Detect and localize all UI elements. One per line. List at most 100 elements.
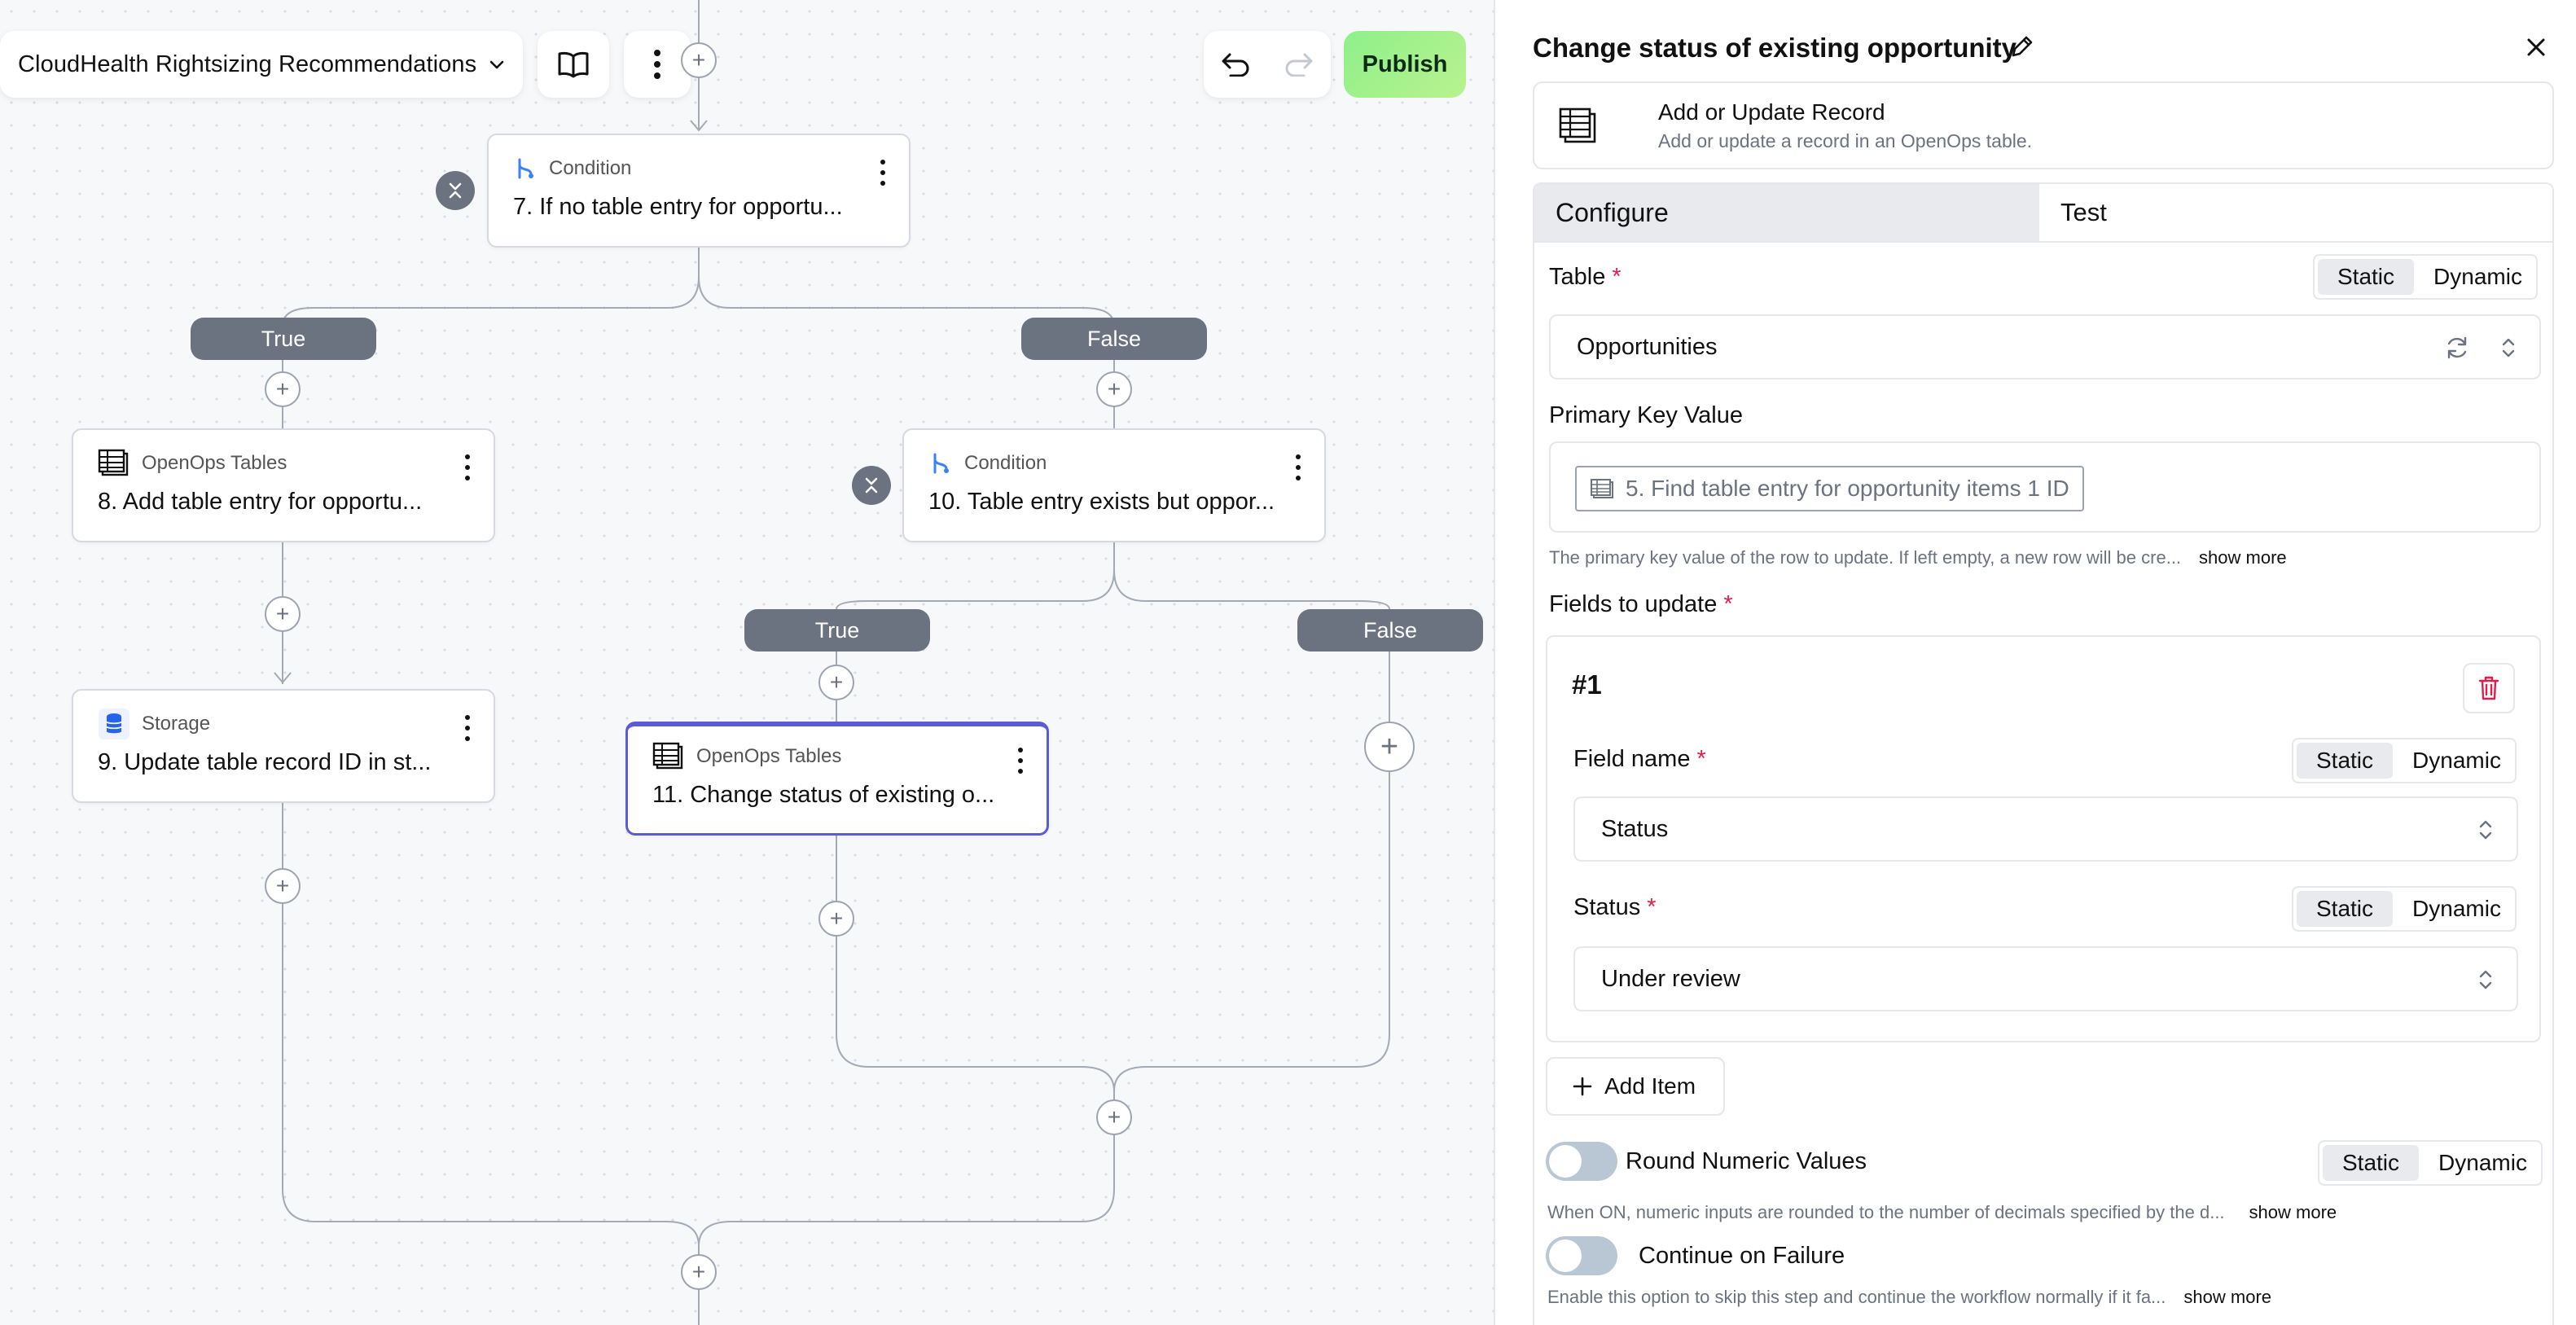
branch-true-label: True xyxy=(744,609,930,652)
refresh-icon[interactable] xyxy=(2443,334,2471,362)
publish-button[interactable]: Publish xyxy=(1344,31,1466,98)
token-text: 5. Find table entry for opportunity item… xyxy=(1626,476,2069,501)
node-type: OpenOps Tables xyxy=(142,452,287,474)
add-step-button[interactable]: + xyxy=(1096,1099,1132,1135)
add-step-button[interactable]: + xyxy=(265,371,301,407)
status-mode-toggle: Static Dynamic xyxy=(2292,886,2517,932)
mode-dynamic[interactable]: Dynamic xyxy=(2412,748,2501,773)
storage-icon xyxy=(99,709,129,739)
trash-icon xyxy=(2478,676,2499,700)
add-item-button[interactable]: Add Item xyxy=(1546,1057,1725,1116)
workflow-edges xyxy=(274,0,1390,1325)
chevron-updown-icon xyxy=(2479,970,2492,989)
show-more-link[interactable]: show more xyxy=(2249,1202,2337,1222)
add-item-label: Add Item xyxy=(1604,1073,1696,1099)
show-more-link[interactable]: show more xyxy=(2183,1287,2271,1307)
redo-icon xyxy=(1285,53,1313,77)
status-select[interactable]: Under review xyxy=(1573,946,2518,1011)
continue-on-failure-label: Continue on Failure xyxy=(1639,1243,1845,1269)
mode-static[interactable]: Static xyxy=(2297,743,2394,779)
add-step-button[interactable]: + xyxy=(1364,722,1415,772)
collapse-branch-button[interactable] xyxy=(436,171,475,210)
condition-icon xyxy=(518,158,533,179)
add-step-button[interactable]: + xyxy=(681,1254,717,1290)
workflow-node[interactable]: Condition 10. Table entry exists but opp… xyxy=(902,428,1326,542)
mode-static[interactable]: Static xyxy=(2297,891,2394,927)
branch-false-label: False xyxy=(1297,609,1483,652)
show-more-link[interactable]: show more xyxy=(2199,547,2287,568)
delete-item-button[interactable] xyxy=(2463,663,2515,713)
pencil-icon[interactable] xyxy=(2008,33,2036,60)
workflow-canvas[interactable]: CloudHealth Rightsizing Recommendations … xyxy=(0,0,1494,1325)
mode-static[interactable]: Static xyxy=(2318,259,2415,295)
chevron-down-icon xyxy=(489,60,504,69)
round-numeric-toggle[interactable] xyxy=(1546,1142,1617,1181)
book-icon xyxy=(558,51,589,78)
mode-dynamic[interactable]: Dynamic xyxy=(2412,896,2501,921)
continue-on-failure-toggle[interactable] xyxy=(1546,1236,1617,1275)
field-name-label: Field name * xyxy=(1573,746,1706,772)
undo-button[interactable] xyxy=(1204,31,1267,98)
field-item-card: #1 Field name * Static Dynamic Status St… xyxy=(1546,635,2541,1042)
add-step-button[interactable]: + xyxy=(265,596,301,632)
node-title: 11. Change status of existing o... xyxy=(652,782,995,808)
table-icon xyxy=(1559,107,1596,143)
node-title: 10. Table entry exists but oppor... xyxy=(928,489,1275,515)
status-value: Under review xyxy=(1601,965,1740,992)
redo-button[interactable] xyxy=(1267,31,1331,98)
tab-test[interactable]: Test xyxy=(2039,184,2552,241)
table-icon xyxy=(1591,479,1613,498)
primary-key-help: The primary key value of the row to upda… xyxy=(1549,547,2287,568)
node-title: 7. If no table entry for opportu... xyxy=(513,194,843,220)
workflow-node[interactable]: OpenOps Tables 8. Add table entry for op… xyxy=(72,428,495,542)
collapse-branch-button[interactable] xyxy=(852,466,891,505)
round-numeric-help: When ON, numeric inputs are rounded to t… xyxy=(1547,1202,2337,1222)
plus-icon xyxy=(1573,1077,1592,1096)
mode-dynamic[interactable]: Dynamic xyxy=(2438,1150,2527,1175)
tab-configure[interactable]: Configure xyxy=(1534,184,2039,241)
action-subtitle: Add or update a record in an OpenOps tab… xyxy=(1658,130,2033,151)
panel-title: Change status of existing opportunity xyxy=(1533,33,2017,63)
node-menu-icon[interactable] xyxy=(876,156,889,189)
add-step-button[interactable]: + xyxy=(265,868,301,904)
add-step-button[interactable]: + xyxy=(681,42,717,78)
panel-divider[interactable] xyxy=(1494,0,1495,1325)
configure-form: Table * Static Dynamic Opportunities Pri… xyxy=(1533,243,2554,1325)
node-type: OpenOps Tables xyxy=(696,745,842,767)
mode-static[interactable]: Static xyxy=(2323,1145,2420,1181)
workflow-node[interactable]: Condition 7. If no table entry for oppor… xyxy=(487,134,911,248)
round-numeric-mode-toggle: Static Dynamic xyxy=(2318,1140,2543,1186)
panel-tabs: Configure Test xyxy=(1533,182,2554,243)
add-step-button[interactable]: + xyxy=(1096,371,1132,407)
round-numeric-label: Round Numeric Values xyxy=(1626,1148,1867,1174)
table-select[interactable]: Opportunities xyxy=(1549,314,2541,380)
close-button[interactable] xyxy=(2520,31,2552,64)
node-menu-icon[interactable] xyxy=(1292,451,1305,484)
table-mode-toggle: Static Dynamic xyxy=(2313,254,2538,300)
node-type: Condition xyxy=(964,452,1047,474)
mode-dynamic[interactable]: Dynamic xyxy=(2433,264,2522,289)
workflow-node-selected[interactable]: OpenOps Tables 11. Change status of exis… xyxy=(625,722,1049,836)
node-menu-icon[interactable] xyxy=(461,712,474,744)
branch-false-label: False xyxy=(1021,318,1207,360)
docs-button[interactable] xyxy=(538,31,609,98)
node-type: Condition xyxy=(549,157,632,179)
node-menu-icon[interactable] xyxy=(461,451,474,484)
workflow-node[interactable]: Storage 9. Update table record ID in st.… xyxy=(72,689,495,803)
workflow-title-dropdown[interactable]: CloudHealth Rightsizing Recommendations xyxy=(0,31,523,98)
table-label: Table * xyxy=(1549,264,1622,290)
more-options-button[interactable] xyxy=(624,31,691,98)
add-step-button[interactable]: + xyxy=(818,665,854,700)
variable-token[interactable]: 5. Find table entry for opportunity item… xyxy=(1575,466,2084,511)
node-menu-icon[interactable] xyxy=(1014,744,1027,777)
primary-key-input[interactable]: 5. Find table entry for opportunity item… xyxy=(1549,441,2541,533)
chevron-updown-icon xyxy=(2502,338,2515,358)
branch-true-label: True xyxy=(191,318,376,360)
fields-to-update-label: Fields to update * xyxy=(1549,591,1733,617)
action-card[interactable]: Add or Update Record Add or update a rec… xyxy=(1533,81,2554,169)
field-name-select[interactable]: Status xyxy=(1573,796,2518,862)
add-step-button[interactable]: + xyxy=(818,901,854,937)
kebab-icon xyxy=(654,50,660,79)
continue-on-failure-help: Enable this option to skip this step and… xyxy=(1547,1287,2271,1307)
collapse-icon xyxy=(449,182,462,199)
